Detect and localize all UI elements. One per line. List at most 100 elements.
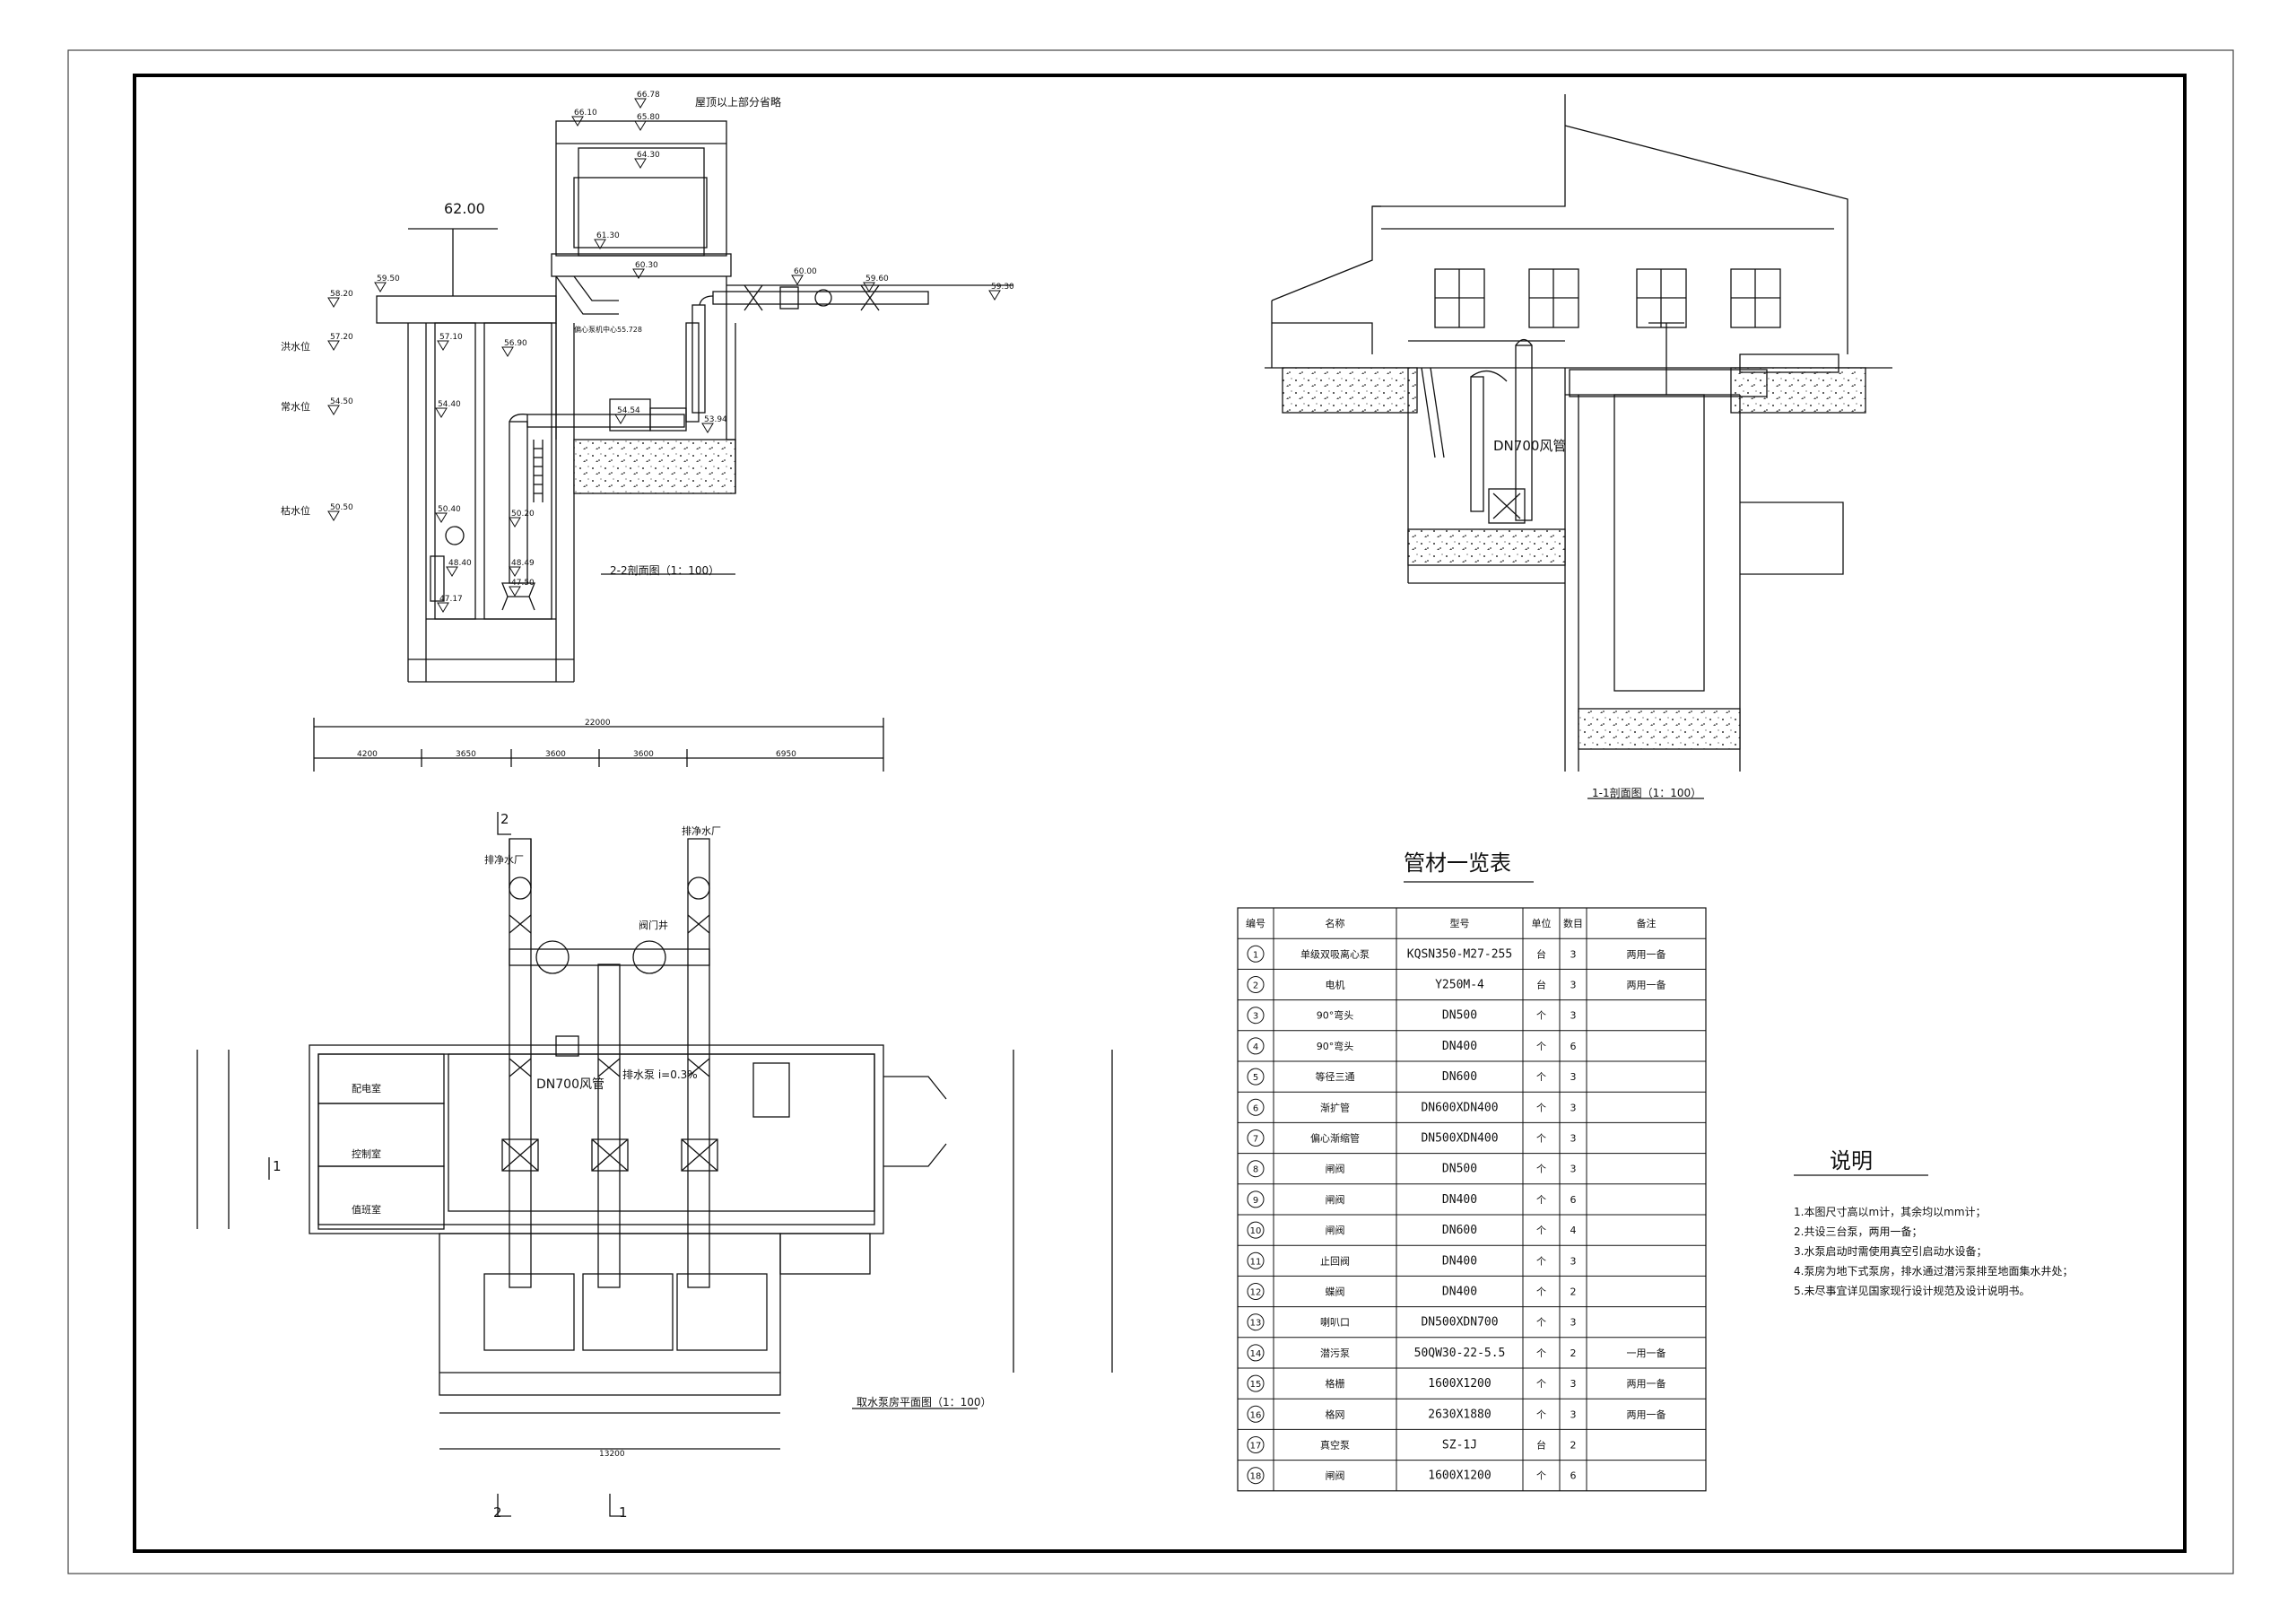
elevation-marker [614,414,627,424]
valve-well-label: 阀门井 [639,919,668,931]
table-cell: 个 [1536,1255,1546,1267]
table-cell: 潜污泵 [1320,1347,1350,1359]
elevation-value: 47.17 [439,595,463,604]
room-control: 控制室 [352,1147,381,1160]
inner-frame [133,74,2187,1553]
table-cell: 2 [1570,1286,1577,1298]
table-cell-number: 4 [1253,1042,1258,1052]
table-header-cell: 编号 [1246,917,1265,929]
table-cell-number: 3 [1253,1012,1258,1022]
item-number-circle [1247,1405,1265,1423]
item-number-circle [1247,1160,1265,1178]
elevation-value: 60.30 [635,261,658,270]
item-number-circle [1247,1037,1265,1055]
table-header-cell: 型号 [1450,917,1470,929]
dim-3650: 3650 [456,750,476,759]
elevation-value: 54.50 [330,397,353,406]
item-number-circle [1247,1098,1265,1116]
elevation-marker [509,586,521,597]
table-cell: Y250M-4 [1435,979,1484,992]
table-cell-number: 1 [1253,950,1258,960]
elevation-value: 64.30 [637,151,660,160]
item-number-circle [1247,1467,1265,1485]
elevation-marker [327,510,340,521]
table-cell: 个 [1536,1102,1546,1113]
cut-mark-2-top: 2 [500,811,509,827]
elevation-value: 48.49 [511,559,535,568]
table-cell: 6 [1570,1041,1577,1052]
table-cell: 2 [1570,1440,1577,1452]
table-cell: 两用一备 [1627,979,1666,991]
notes-list: 1.本图尺寸高以m计，其余均以mm计； 2.共设三台泵，两用一备； 3.水泵启动… [1794,1205,2073,1297]
table-cell: 台 [1536,1439,1546,1452]
table-cell: 个 [1536,1470,1546,1482]
table-header-cell: 名称 [1326,917,1345,929]
table-cell: 3 [1570,1071,1577,1083]
elevation-value: 54.40 [438,400,461,409]
elevation-marker [327,405,340,415]
elevation-marker [634,98,647,109]
water-level-flood: 洪水位 [281,340,310,353]
elevation-value: 54.54 [617,406,640,415]
table-cell: 两用一备 [1627,947,1666,960]
table-cell: 等径三通 [1316,1070,1355,1083]
dim-6950: 6950 [776,750,796,759]
table-cell: 蝶阀 [1326,1286,1345,1298]
table-cell-number: 16 [1250,1410,1262,1420]
table-cell: 3 [1570,1255,1577,1267]
elevation-value: 65.80 [637,113,660,122]
elevation-marker [435,512,448,523]
dim-22000: 22000 [585,719,611,728]
table-cell-number: 8 [1253,1165,1258,1175]
elevation-value: 53.94 [704,415,727,424]
item-number-circle [1247,1374,1265,1392]
table-cell: 3 [1570,1010,1577,1022]
elevation-value: 59.30 [991,283,1014,292]
table-cell-number: 11 [1250,1257,1262,1267]
water-level-low: 枯水位 [281,504,310,517]
table-cell-number: 18 [1250,1472,1262,1482]
note-3: 3.水泵启动时需使用真空引启动水设备； [1794,1244,1987,1258]
table-cell: 6 [1570,1470,1577,1482]
elevation-marker [327,340,340,351]
table-cell: 个 [1536,1378,1546,1390]
elevation-marker [446,566,458,577]
section-2-2 [376,120,1013,683]
table-cell: 个 [1536,1317,1546,1329]
cut-mark-1-left: 1 [273,1158,282,1174]
table-cell: 个 [1536,1225,1546,1236]
table-cell: 两用一备 [1627,1408,1666,1420]
table-cell: 单级双吸离心泵 [1300,947,1370,960]
elevation-value: 57.10 [439,333,463,342]
table-cell-number: 15 [1250,1380,1262,1390]
duct-label-11: DN700风管 [1493,438,1566,454]
table-cell: 50QW30-22-5.5 [1414,1347,1506,1360]
table-cell: DN400 [1442,1040,1477,1053]
elevation-marker [435,407,448,418]
table-cell: 3 [1570,1317,1577,1329]
table-cell: DN600XDN400 [1421,1101,1498,1114]
table-cell: 止回阀 [1320,1254,1350,1267]
table-cell: DN500 [1442,1009,1477,1023]
dim-3600a: 3600 [545,750,566,759]
section-1-1-labels: DN700风管 1-1剖面图（1：100） [1493,438,1701,799]
table-cell: 个 [1536,1194,1546,1206]
table-cell: 3 [1570,980,1577,991]
elevation-marker [791,275,804,285]
room-distribution: 配电室 [352,1082,381,1094]
plan-labels: 排净水厂 排净水厂 阀门井 配电室 控制室 值班室 DN700风管 排水泵 i=… [273,719,992,1521]
water-level-normal: 常水位 [281,400,310,413]
item-number-circle [1247,1313,1265,1331]
dim-3600b: 3600 [633,750,654,759]
elevation-marker [988,290,1001,301]
table-cell: 个 [1536,1133,1546,1145]
table-cell: 个 [1536,1164,1546,1175]
table-cell: DN500 [1442,1163,1477,1176]
section-1-1 [1265,94,1892,799]
sump-label: 排水泵 i=0.3% [622,1068,698,1081]
item-number-circle [1247,1436,1265,1453]
table-cell: 3 [1570,948,1577,960]
table-cell: 渐扩管 [1320,1101,1350,1113]
item-number-circle [1247,1190,1265,1208]
